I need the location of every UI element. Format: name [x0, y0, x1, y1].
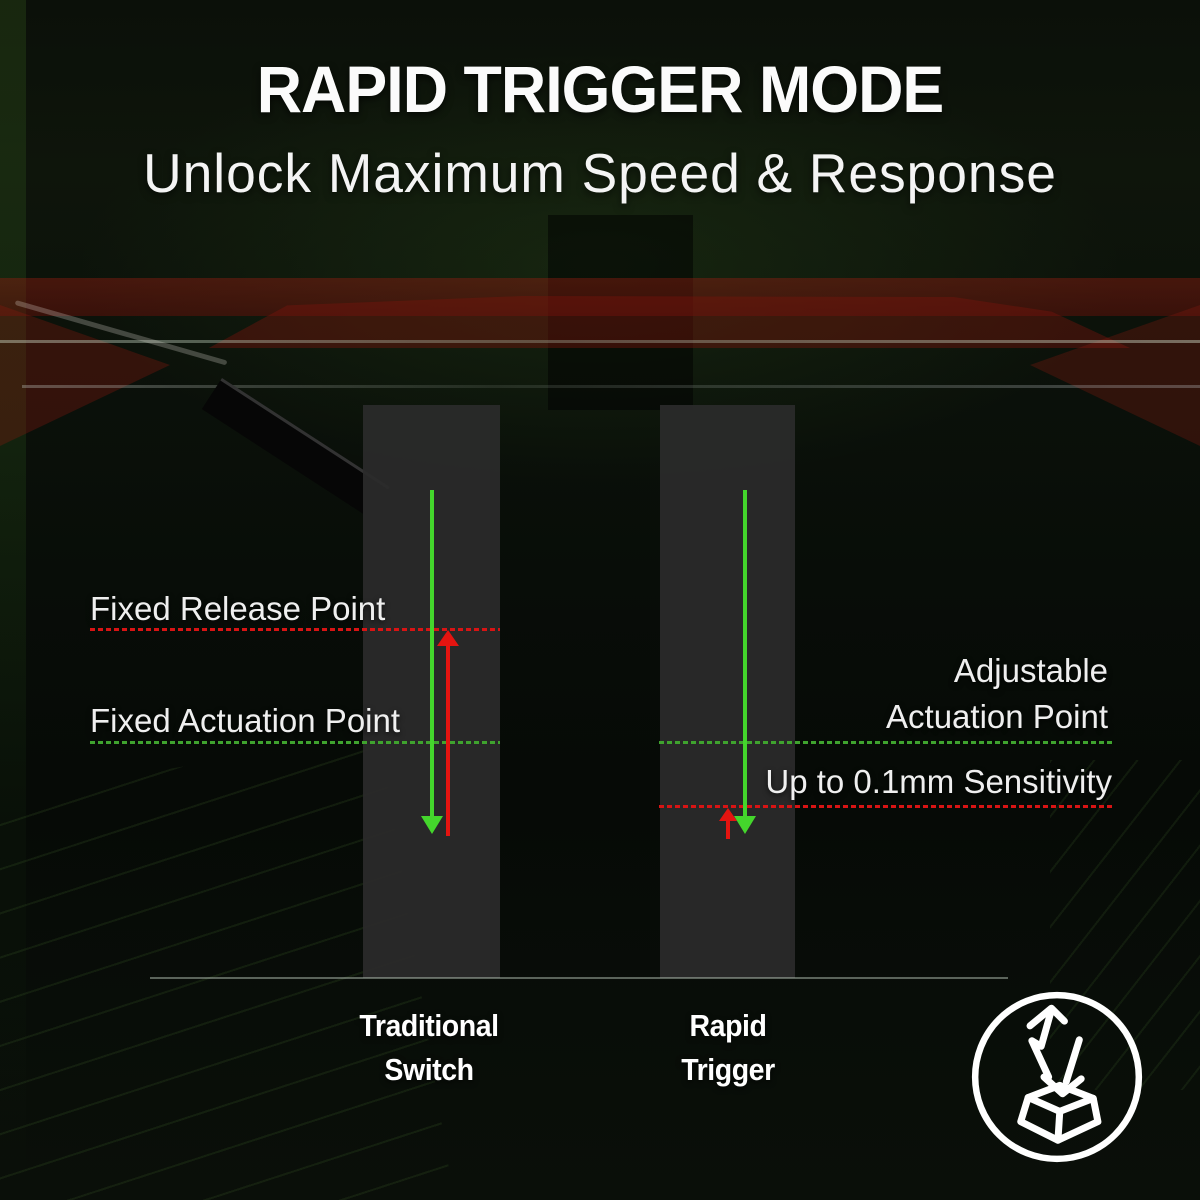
rapid-downstroke-arrowhead-icon — [734, 816, 756, 834]
fixed-release-point-line — [90, 628, 500, 631]
adjustable-actuation-line1: Adjustable — [953, 652, 1108, 689]
traditional-caption-line1: Traditional — [359, 1008, 499, 1043]
background-highlight-line-bottom — [22, 385, 1200, 388]
page-title: RAPID TRIGGER MODE — [256, 52, 945, 126]
background-switch-stem-silhouette — [548, 215, 693, 410]
fixed-actuation-point-label: Fixed Actuation Point — [90, 702, 401, 739]
rapid-reset-arrow — [726, 821, 730, 839]
rapid-trigger-caption: Rapid Trigger — [627, 1004, 829, 1092]
fixed-actuation-point-line — [90, 741, 500, 744]
rapid-trigger-column — [660, 405, 795, 978]
traditional-upstroke-arrow — [446, 646, 450, 836]
sensitivity-label: Up to 0.1mm Sensitivity — [765, 763, 1112, 800]
traditional-upstroke-arrowhead-icon — [437, 630, 459, 646]
traditional-downstroke-arrowhead-icon — [421, 816, 443, 834]
background-red-keycap-silhouette — [150, 296, 1130, 348]
rapid-trigger-keypress-icon — [971, 991, 1143, 1163]
background-highlight-line-top — [0, 340, 1200, 343]
adjustable-actuation-line2: Actuation Point — [886, 697, 1108, 735]
page-subtitle: Unlock Maximum Speed & Response — [143, 142, 1057, 204]
sensitivity-line — [659, 805, 1113, 808]
baseline-divider — [150, 977, 1008, 979]
background-red-light-band — [0, 278, 1200, 316]
adjustable-actuation-point-line — [659, 741, 1113, 744]
traditional-downstroke-arrow — [430, 490, 434, 818]
rapid-reset-arrowhead-icon — [719, 808, 737, 821]
rapid-caption-line1: Rapid — [689, 1008, 767, 1043]
fixed-release-point-label: Fixed Release Point — [90, 590, 386, 627]
traditional-switch-caption: Traditional Switch — [328, 1004, 530, 1092]
adjustable-actuation-point-label: Adjustable Actuation Point — [886, 648, 1108, 739]
background-left-green-strip — [0, 0, 26, 1200]
rapid-caption-line2: Trigger — [681, 1052, 775, 1088]
rapid-downstroke-arrow — [743, 490, 747, 818]
traditional-caption-line2: Switch — [384, 1052, 474, 1088]
